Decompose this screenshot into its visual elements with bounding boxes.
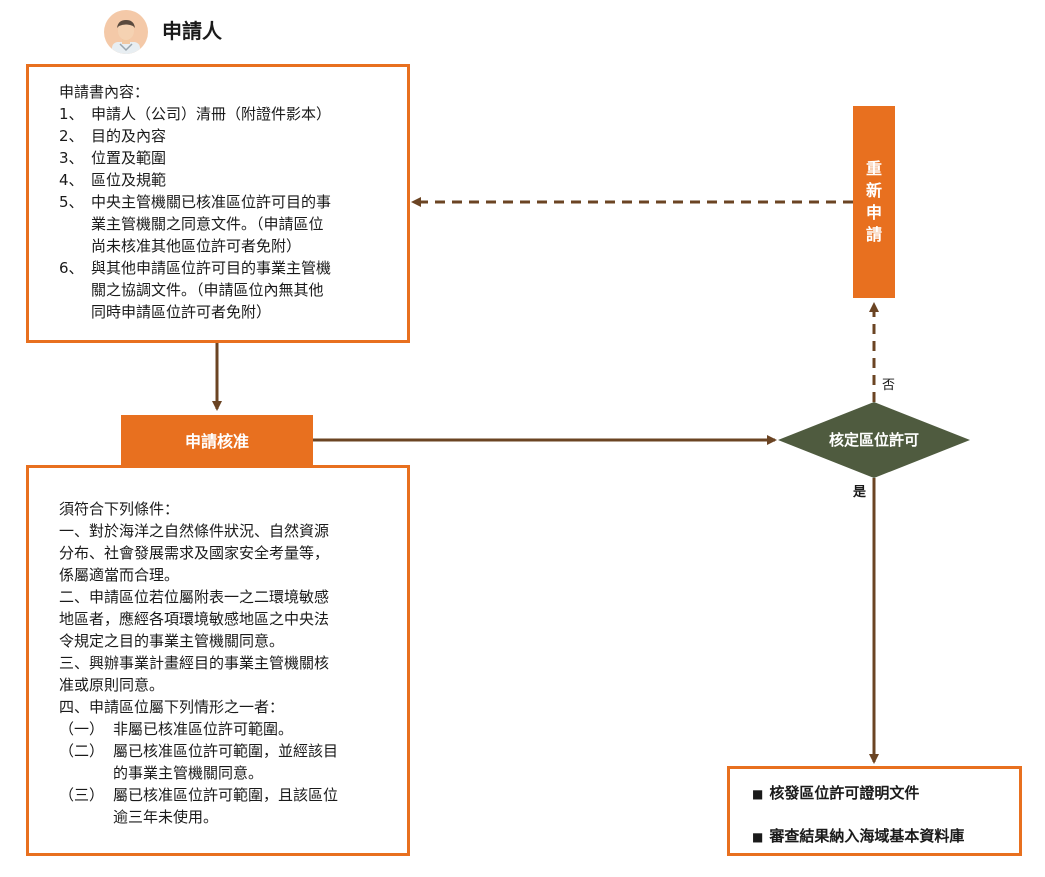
condition-4: 四、申請區位屬下列情形之一者： bbox=[59, 698, 285, 716]
decision-label: 核定區位許可 bbox=[828, 431, 919, 449]
content-item-2: 2、目的及內容 bbox=[59, 127, 167, 145]
reapply-char-4: 請 bbox=[865, 225, 882, 244]
content-item-1: 1、申請人（公司）清冊（附證件影本） bbox=[59, 105, 332, 123]
result-box: ■核發區位許可證明文件 ■審查結果納入海域基本資料庫 bbox=[727, 766, 1022, 856]
decision-yes-label: 是 bbox=[853, 485, 867, 500]
condition-4-sub-2: （二） 屬已核准區位許可範圍，並經該目 的事業主管機關同意。 bbox=[59, 742, 339, 782]
bullet-icon: ■ bbox=[752, 830, 764, 844]
conditions-box: 須符合下列條件： 一、對於海洋之自然條件狀況、自然資源 分布、社會發展需求及國家… bbox=[26, 465, 410, 856]
reapply-char-1: 重 bbox=[865, 159, 882, 178]
application-content-box: 申請書內容： 1、申請人（公司）清冊（附證件影本） 2、目的及內容 3、位置及範… bbox=[26, 64, 410, 343]
avatar-icon bbox=[104, 10, 148, 54]
applicant-label: 申請人 bbox=[162, 19, 222, 43]
approval-label: 申請核准 bbox=[184, 432, 249, 451]
content-item-5: 5、 中央主管機關已核准區位許可目的事 業主管機關之同意文件。（申請區位 尚未核… bbox=[59, 193, 332, 255]
condition-3: 三、興辦事業計畫經目的事業主管機關核 准或原則同意。 bbox=[59, 654, 330, 694]
applicant-header: 申請人 bbox=[104, 10, 264, 54]
result-item-1: ■核發區位許可證明文件 bbox=[752, 784, 920, 802]
condition-1: 一、對於海洋之自然條件狀況、自然資源 分布、社會發展需求及國家安全考量等， 係屬… bbox=[59, 522, 330, 584]
content-item-4: 4、區位及規範 bbox=[59, 171, 167, 189]
reapply-char-2: 新 bbox=[865, 181, 882, 200]
decision-diamond bbox=[778, 402, 970, 478]
content-item-3: 3、位置及範圍 bbox=[59, 149, 167, 167]
conditions-title: 須符合下列條件： bbox=[59, 500, 180, 518]
approval-bar: 申請核准 bbox=[121, 415, 313, 465]
bullet-icon: ■ bbox=[752, 787, 764, 801]
condition-4-sub-1: （一） 非屬已核准區位許可範圍。 bbox=[59, 720, 294, 738]
result-item-2: ■審查結果納入海域基本資料庫 bbox=[752, 827, 965, 845]
condition-4-sub-3: （三） 屬已核准區位許可範圍，且該區位 逾三年未使用。 bbox=[59, 786, 339, 826]
condition-2: 二、申請區位若位屬附表一之二環境敏感 地區者，應經各項環境敏感地區之中央法 令規… bbox=[59, 588, 330, 650]
content-title: 申請書內容： bbox=[59, 83, 150, 101]
reapply-bar: 重 新 申 請 bbox=[853, 106, 895, 298]
reapply-char-3: 申 bbox=[865, 203, 882, 222]
content-item-6: 6、 與其他申請區位許可目的事業主管機 關之協調文件。（申請區位內無其他 同時申… bbox=[59, 259, 332, 321]
decision-no-label: 否 bbox=[882, 378, 896, 393]
